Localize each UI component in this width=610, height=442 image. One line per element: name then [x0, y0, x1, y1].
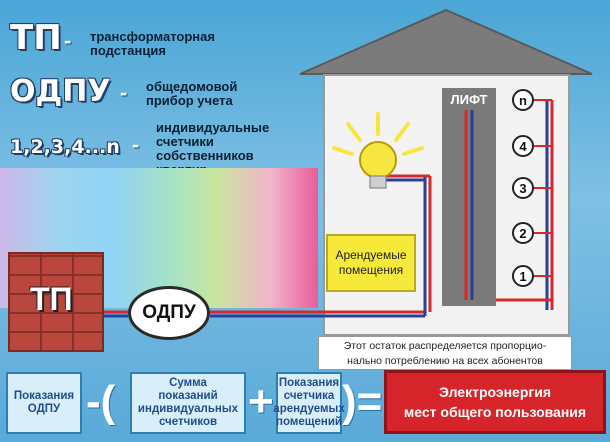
legend-desc-odpu: общедомовой прибор учета	[146, 80, 237, 108]
formula-minus-open: -(	[86, 377, 116, 426]
formula-box-rented-line2: счетчика	[283, 390, 335, 402]
legend-abbr-meters: 1,2,3,4...n	[10, 136, 120, 158]
legend-desc-odpu-line2: прибор учета	[146, 93, 233, 108]
common-area-energy-box: Электроэнергия мест общего пользования	[384, 370, 606, 434]
formula-box-individual-line4: счетчиков	[158, 416, 218, 428]
formula-box-rented: Показания счетчика арендуемых помещений	[273, 372, 345, 434]
formula-close-equals: )=	[342, 377, 383, 426]
lift-shaft	[442, 88, 496, 306]
formula-plus: +	[248, 377, 274, 426]
legend-abbr-odpu: ОДПУ	[10, 74, 111, 109]
building-meter-circle: ОДПУ	[128, 286, 210, 340]
legend-desc-meters-line2: счетчики	[156, 134, 214, 149]
formula-box-odpu-line2: ОДПУ	[27, 403, 61, 415]
formula-box-rented-line3: арендуемых	[273, 403, 345, 415]
common-area-energy-line2: мест общего пользования	[403, 404, 587, 420]
legend-desc-tp-line2: подстанция	[90, 43, 166, 58]
rented-premises-line1: Арендуемые	[335, 248, 407, 262]
formula-box-rented-line4: помещений	[276, 416, 342, 428]
legend-desc-meters-line1: индивидуальные	[156, 120, 270, 135]
substation-brick-wall	[8, 252, 104, 352]
lightbulb-base-icon	[369, 175, 387, 189]
rented-premises-line2: помещения	[338, 263, 404, 277]
common-area-energy-line1: Электроэнергия	[438, 384, 552, 400]
rented-premises-box: Арендуемые помещения	[326, 234, 416, 292]
legend-desc-odpu-line1: общедомовой	[146, 79, 238, 94]
lift-label: ЛИФТ	[450, 92, 488, 107]
legend-abbr-tp: ТП	[10, 18, 62, 58]
legend-dash-tp: -	[64, 28, 72, 53]
legend-dash-odpu: -	[120, 80, 128, 105]
formula-box-individual-line1: Сумма	[169, 377, 207, 389]
distribution-note-line1: Этот остаток распределяется пропорцио-	[343, 340, 547, 352]
distribution-note: Этот остаток распределяется пропорцио- н…	[318, 336, 572, 370]
meter-2: 2	[512, 222, 534, 244]
legend-desc-tp: трансформаторная подстанция	[90, 30, 215, 58]
meter-n: n	[512, 89, 534, 111]
substation-label: ТП	[30, 281, 73, 317]
legend-desc-tp-line1: трансформаторная	[90, 29, 215, 44]
legend-dash-meters: -	[132, 132, 140, 157]
formula-box-individual-line2: показаний	[158, 390, 218, 402]
meter-4: 4	[512, 135, 534, 157]
meter-3: 3	[512, 177, 534, 199]
formula-box-individual-line3: индивидуальных	[137, 403, 239, 415]
legend-desc-meters-line3: собственников	[156, 148, 254, 163]
distribution-note-line2: нально потреблению на всех абонентов	[347, 355, 543, 367]
bulb-rays	[332, 112, 424, 156]
formula-box-odpu: Показания ОДПУ	[6, 372, 82, 434]
formula-box-individual: Сумма показаний индивидуальных счетчиков	[130, 372, 246, 434]
formula-box-odpu-line1: Показания	[13, 390, 75, 402]
meter-1: 1	[512, 265, 534, 287]
formula-box-rented-line1: Показания	[278, 377, 340, 389]
lightbulb-icon	[359, 141, 397, 179]
